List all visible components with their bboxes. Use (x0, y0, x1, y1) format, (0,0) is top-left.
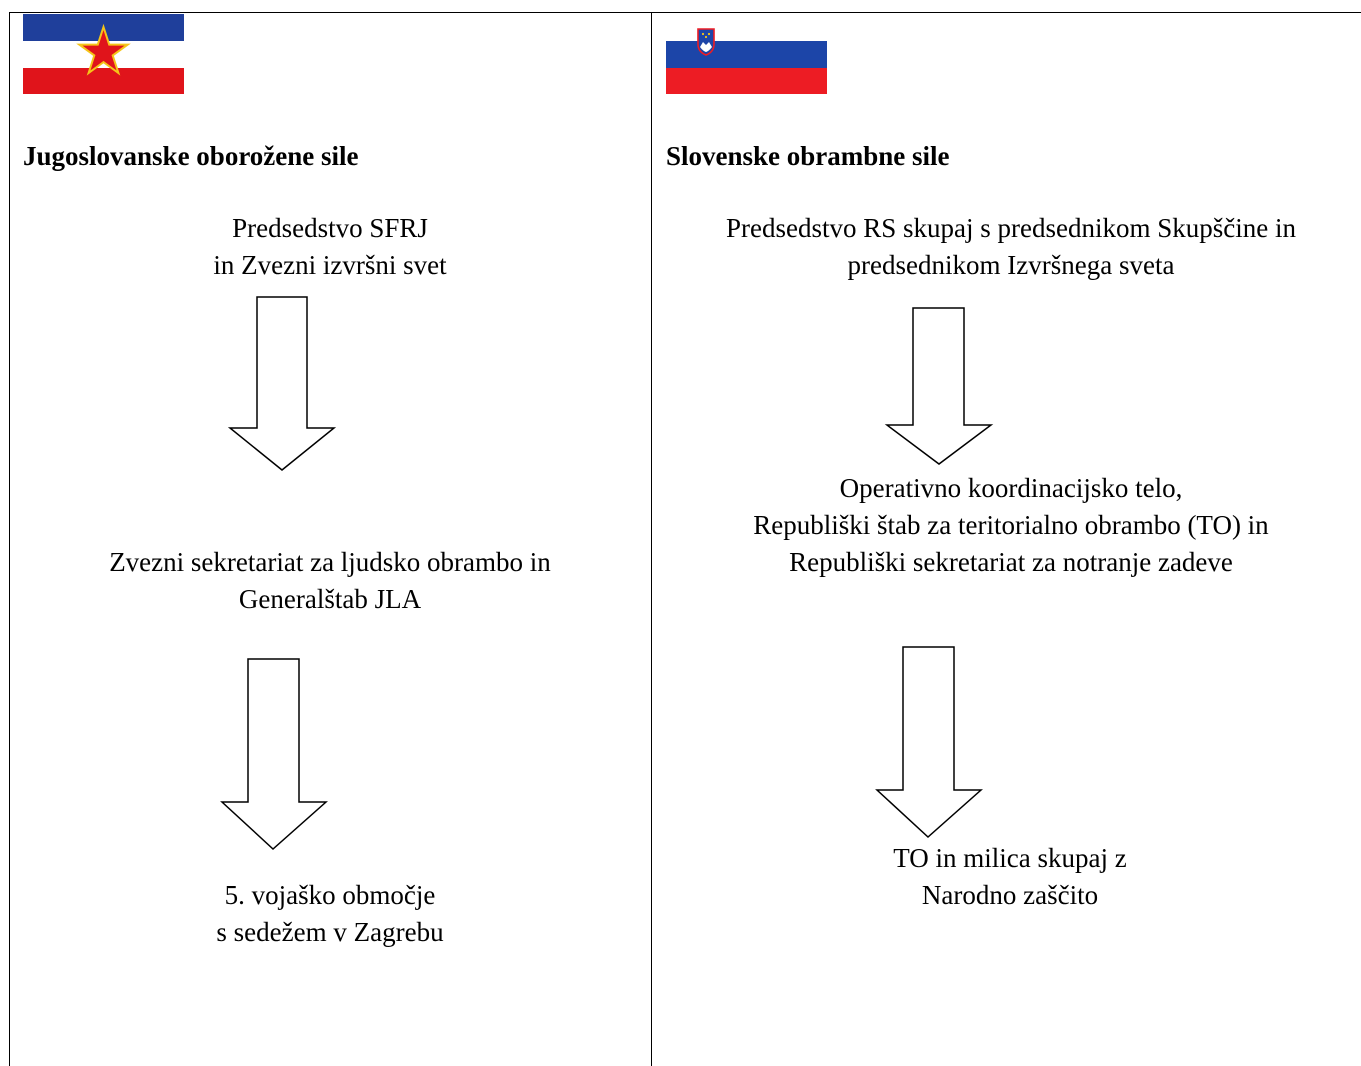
column-divider (651, 12, 652, 1066)
right-node-2-line-2: Republiški štab za teritorialno obrambo … (753, 510, 1269, 540)
table-top-border (9, 12, 1361, 13)
coat-of-arms-icon (697, 28, 715, 56)
left-heading: Jugoslovanske oborožene sile (23, 141, 359, 171)
right-node-1-line-1: Predsedstvo RS skupaj s predsednikom Sku… (726, 213, 1296, 243)
right-arrow-down-1 (884, 307, 994, 466)
right-node-presidency: Predsedstvo RS skupaj s predsednikom Sku… (666, 210, 1356, 284)
left-node-2-line-1: Zvezni sekretariat za ljudsko obrambo in (109, 547, 551, 577)
left-node-2-line-2: Generalštab JLA (238, 584, 422, 614)
down-arrow-icon (884, 307, 994, 465)
right-heading: Slovenske obrambne sile (666, 141, 950, 171)
down-arrow-icon (220, 658, 328, 851)
left-node-presidency: Predsedstvo SFRJ in Zvezni izvršni svet (130, 210, 530, 284)
right-node-2-line-3: Republiški sekretariat za notranje zadev… (789, 547, 1233, 577)
right-node-3-line-1: TO in milica skupaj z (893, 843, 1127, 873)
left-node-3-line-2: s sedežem v Zagrebu (216, 917, 444, 947)
left-node-1-line-1: Predsedstvo SFRJ (232, 213, 428, 243)
left-arrow-down-1 (227, 296, 337, 472)
right-arrow-down-2 (875, 646, 983, 839)
slovenian-flag-icon (666, 14, 827, 94)
right-node-1-line-2: predsednikom Izvršnega sveta (847, 250, 1175, 280)
right-node-3-line-2: Narodno zaščito (921, 880, 1099, 910)
left-node-3-line-1: 5. vojaško območje (224, 880, 436, 910)
red-star-icon (76, 23, 131, 76)
yugoslav-flag (23, 14, 184, 94)
down-arrow-icon (875, 646, 983, 839)
right-node-2-line-1: Operativno koordinacijsko telo, (839, 473, 1183, 503)
slovenian-flag (666, 14, 827, 94)
left-node-1-line-2: in Zvezni izvršni svet (213, 250, 447, 280)
yugoslav-flag-icon (23, 14, 184, 94)
down-arrow-icon (227, 296, 337, 471)
table-left-border (9, 12, 10, 1066)
right-node-coordination-body: Operativno koordinacijsko telo, Republiš… (666, 470, 1356, 581)
right-node-territorial-defense: TO in milica skupaj z Narodno zaščito (810, 840, 1210, 914)
left-arrow-down-2 (220, 658, 328, 851)
left-node-military-district: 5. vojaško območje s sedežem v Zagrebu (130, 877, 530, 951)
left-node-federal-secretariat: Zvezni sekretariat za ljudsko obrambo in… (40, 544, 620, 618)
